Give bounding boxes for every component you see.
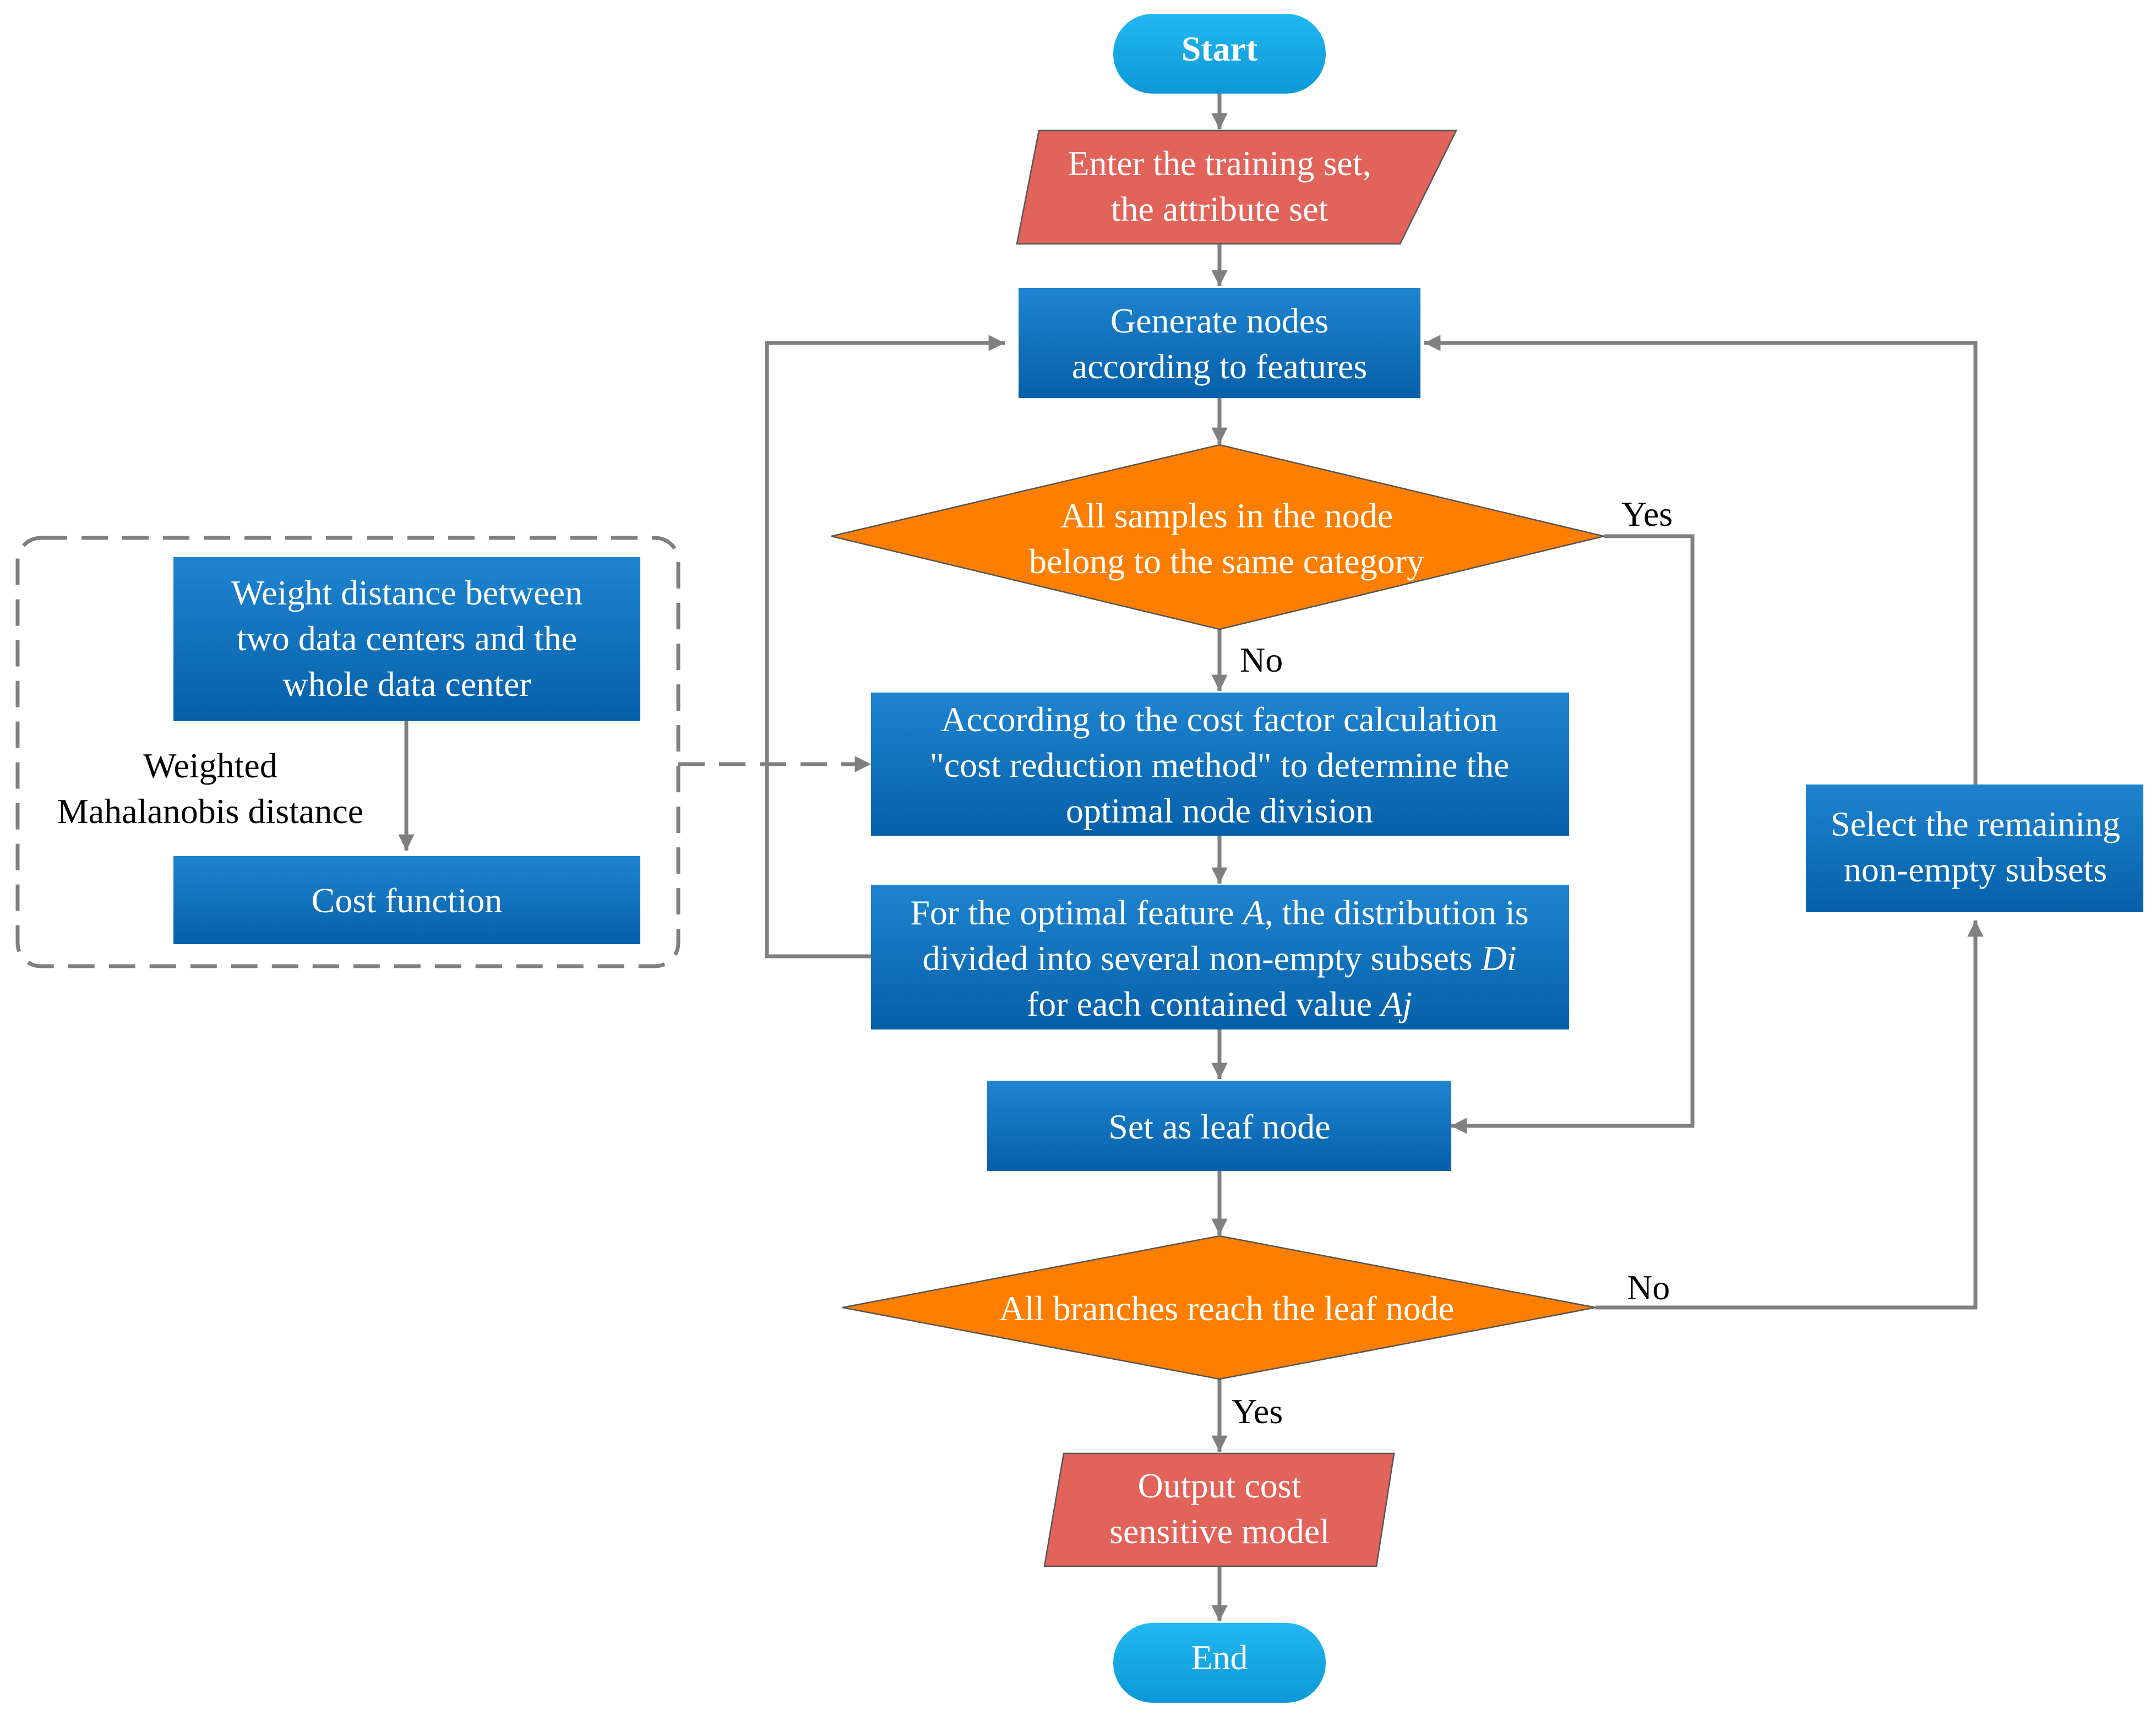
same-category-line-2: belong to the same category xyxy=(1029,542,1424,581)
start-terminal xyxy=(1113,14,1326,94)
weighted-label-line-1: Weighted xyxy=(143,746,277,785)
yes-label-all-branches: Yes xyxy=(1232,1392,1283,1431)
weighted-label-line-2: Mahalanobis distance xyxy=(57,792,363,831)
connectors xyxy=(398,94,1984,1621)
cost-reduction-box xyxy=(871,693,1569,836)
end-label: End xyxy=(1191,1638,1248,1677)
weight-distance-line-3: whole data center xyxy=(282,664,531,704)
edge-split-loop-back xyxy=(765,335,1005,958)
remaining-subsets-box xyxy=(1806,785,2143,912)
same-category-decision xyxy=(831,444,1604,630)
leaf-label: Set as leaf node xyxy=(1108,1107,1330,1146)
no-label-all-branches: No xyxy=(1627,1268,1670,1307)
generate-nodes-box xyxy=(1019,288,1420,398)
input-line-1: Enter the training set, xyxy=(1068,144,1371,183)
split-line-3: for each contained value Aj xyxy=(1027,984,1412,1023)
output-parallelogram xyxy=(1043,1452,1395,1567)
all-branches-label: All branches reach the leaf node xyxy=(999,1289,1454,1328)
generate-line-1: Generate nodes xyxy=(1110,301,1329,340)
edge-remaining-to-generate xyxy=(1424,335,1978,785)
yes-label-same-category: Yes xyxy=(1621,494,1673,533)
weight-distance-line-2: two data centers and the xyxy=(237,619,577,658)
end-terminal xyxy=(1113,1623,1326,1703)
generate-line-2: according to features xyxy=(1072,347,1368,386)
edge-decision-yes-to-leaf xyxy=(1451,534,1695,1134)
cost-function-box xyxy=(173,856,640,944)
input-parallelogram xyxy=(1016,129,1458,245)
start-label: Start xyxy=(1182,29,1258,68)
remaining-line-1: Select the remaining xyxy=(1831,804,2120,843)
cost-function-group-box xyxy=(15,536,680,968)
output-line-2: sensitive model xyxy=(1109,1512,1330,1551)
weight-distance-box xyxy=(173,557,640,721)
all-branches-decision xyxy=(842,1235,1596,1380)
leaf-node-box xyxy=(987,1081,1451,1171)
split-subsets-box xyxy=(871,885,1569,1029)
weight-distance-line-1: Weight distance between xyxy=(231,573,582,612)
cost-reduction-line-1: According to the cost factor calculation xyxy=(941,700,1498,739)
split-line-2: divided into several non-empty subsets D… xyxy=(923,939,1517,978)
split-line-1: For the optimal feature A, the distribut… xyxy=(910,893,1528,932)
remaining-line-2: non-empty subsets xyxy=(1844,850,2107,889)
cost-function-label: Cost function xyxy=(312,881,503,920)
input-line-2: the attribute set xyxy=(1111,189,1329,228)
no-label-same-category: No xyxy=(1240,640,1283,679)
edge-decision2-no-to-remaining xyxy=(1596,920,1984,1310)
same-category-line-1: All samples in the node xyxy=(1060,496,1393,535)
output-line-1: Output cost xyxy=(1138,1466,1302,1505)
cost-reduction-line-2: "cost reduction method" to determine the xyxy=(930,745,1510,785)
cost-reduction-line-3: optimal node division xyxy=(1066,791,1373,830)
